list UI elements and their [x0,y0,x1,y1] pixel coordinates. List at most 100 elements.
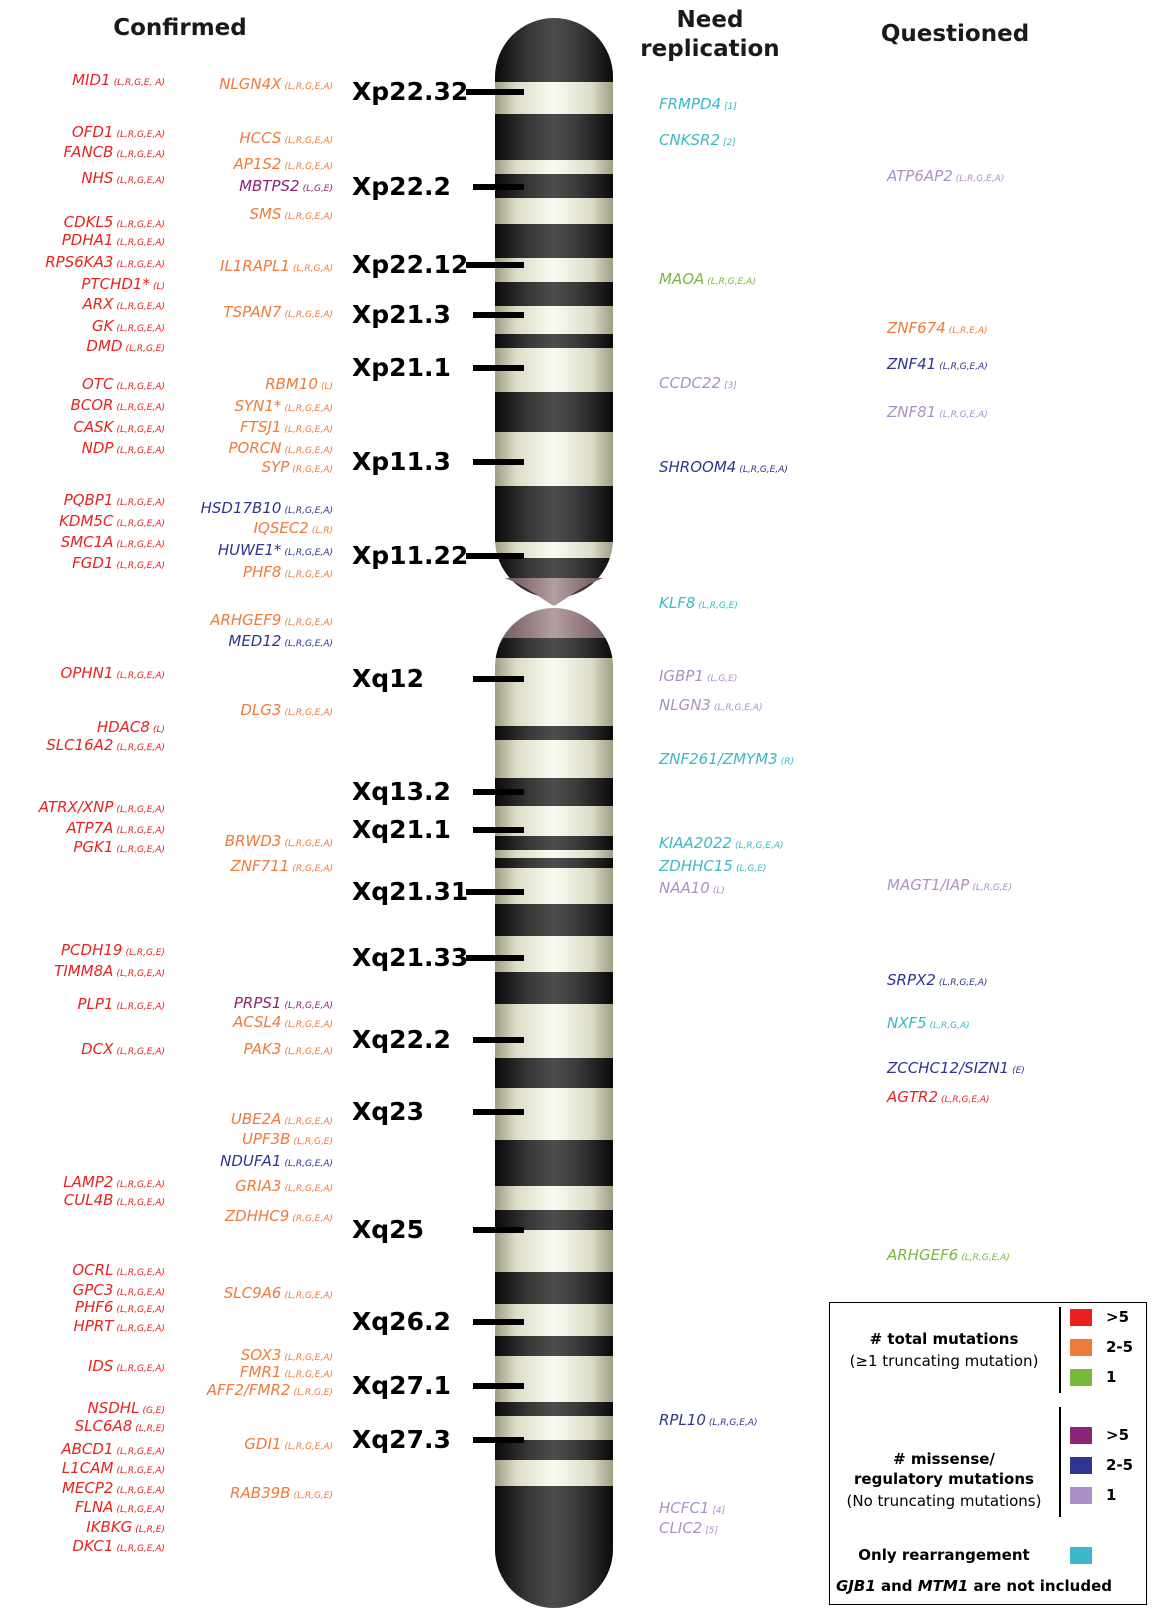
gene-evidence-tag: (L,R,G,E,A) [284,82,333,92]
gene-label: HPRT(L,R,G,E,A) [74,1317,165,1338]
gene-label: GDI1(L,R,G,E,A) [244,1435,333,1456]
gene-evidence-tag: (L,R,G,E,A) [939,410,988,420]
gene-label: SHROOM4(L,R,G,E,A) [659,458,788,479]
gene-evidence-tag: (L,R,G,E,A) [116,845,165,855]
gene-label: FANCB(L,R,G,E,A) [63,143,165,164]
band-label: Xp22.32 [352,77,469,106]
gene-name: HDAC8 [96,718,150,736]
gene-evidence-tag: (L,R,G,E,A) [116,403,165,413]
gene-label: GRIA3(L,R,G,E,A) [235,1177,333,1198]
legend-footnote: GJB1 and MTM1 are not included [836,1577,1112,1595]
band-tick [466,955,524,961]
gene-evidence-tag: (L,R,G,E,A) [116,969,165,979]
gene-evidence-tag: (L,R,G,E,A) [116,1505,165,1515]
gene-label: FRMPD4[1] [659,95,737,116]
gene-name: PHF8 [242,563,282,581]
legend-swatch-rearrangement [1070,1547,1092,1564]
gene-name: ZNF41 [887,355,937,373]
gene-label: RPS6KA3(L,R,G,E,A) [45,253,165,274]
gene-name: NLGN3 [659,696,711,714]
gene-label: SLC6A8(L,R,E) [75,1417,165,1438]
footnote-gene-mtm1: MTM1 [917,1577,969,1595]
gene-label: NXF5(L,R,G,A) [887,1014,970,1035]
gene-evidence-tag: (L,R,G,E,A) [284,1159,333,1169]
gene-evidence-tag: (L,R,G,E,A) [116,1047,165,1057]
legend: # total mutations (≥1 truncating mutatio… [829,1302,1147,1605]
gene-evidence-tag: (L,R,G,E,A) [284,839,333,849]
gene-label: NLGN4X(L,R,G,E,A) [219,75,333,96]
gene-name: LAMP2 [63,1173,114,1191]
gene-evidence-tag: (L,R,G,E,A) [284,1047,333,1057]
gene-label: SOX3(L,R,G,E,A) [241,1346,333,1367]
gene-name: RBM10 [265,375,318,393]
gene-evidence-tag: (L,R,G,E) [698,601,738,611]
gene-label: CNKSR2[2] [659,131,736,152]
gene-name: AGTR2 [887,1088,939,1106]
legend-label-total-2-5: 2-5 [1106,1338,1134,1356]
gene-label: NLGN3(L,R,G,E,A) [659,696,763,717]
gene-name: UPF3B [241,1130,291,1148]
gene-evidence-tag: [2] [723,138,736,148]
gene-label: RPL10(L,R,G,E,A) [659,1411,757,1432]
gene-name: GPC3 [72,1281,114,1299]
gene-evidence-tag: [4] [712,1506,726,1516]
legend-rearrangement-label: Only rearrangement [858,1546,1030,1564]
gene-evidence-tag: (R,G,E,A) [292,465,333,475]
legend-label-missense-2-5: 2-5 [1106,1456,1134,1474]
band-tick [473,1319,524,1325]
header-confirmed: Confirmed [113,15,247,41]
gene-name: CNKSR2 [659,131,721,149]
gene-evidence-tag: (L,R) [311,526,333,536]
gene-evidence-tag: (L,R,G,E,A) [284,618,333,628]
gene-name: OTC [81,375,114,393]
gene-name: DLG3 [240,701,282,719]
gene-label: HDAC8(L) [97,718,165,739]
gene-evidence-tag: (L,R,G,E,A) [284,548,333,558]
gene-evidence-tag: (L,R,G,E,A) [284,136,333,146]
gene-name: IKBKG [86,1518,133,1536]
gene-evidence-tag: (L,R,G,E,A) [116,805,165,815]
gene-name: MAOA [659,270,705,288]
gene-evidence-tag: (L,R,G,E,A) [284,570,333,580]
gene-label: PGK1(L,R,G,E,A) [73,838,165,859]
gene-evidence-tag: (L,R,G,E,A) [284,310,333,320]
legend-swatch-missense-1 [1070,1487,1092,1504]
gene-name: PRPS1 [233,994,282,1012]
gene-evidence-tag: (L,R,G,E,A) [116,176,165,186]
legend-missense-title: # missense/ [893,1450,995,1468]
gene-label: DCX(L,R,G,E,A) [81,1040,165,1061]
gene-label: RAB39B(L,R,G,E) [230,1484,333,1505]
gene-evidence-tag: (L,R,G,E,A) [116,1002,165,1012]
band-label: Xq21.31 [352,877,469,906]
gene-label: KLF8(L,R,G,E) [659,594,738,615]
gene-name: HPRT [73,1317,114,1335]
header-need-replication: Need replication [630,6,790,64]
gene-evidence-tag: (L,R,E) [135,1525,165,1535]
gene-label: PQBP1(L,R,G,E,A) [64,491,165,512]
gene-label: SRPX2(L,R,G,E,A) [887,971,987,992]
legend-swatch-total-2-5 [1070,1339,1092,1356]
gene-label: DKC1(L,R,G,E,A) [72,1537,165,1558]
gene-evidence-tag: (L,R,G,E,A) [284,425,333,435]
gene-name: NHS [81,169,114,187]
gene-label: MED12(L,R,G,E,A) [228,632,333,653]
gene-evidence-tag: [1] [724,102,737,112]
gene-name: GRIA3 [235,1177,282,1195]
band-label: Xq13.2 [352,777,451,806]
gene-name: IL1RAPL1 [220,257,290,275]
band-label: Xq12 [352,664,424,693]
gene-label: NDP(L,R,G,E,A) [82,439,165,460]
gene-name: ZNF711 [230,857,290,875]
gene-label: CASK(L,R,G,E,A) [73,418,165,439]
gene-label: KDM5C(L,R,G,E,A) [59,512,165,533]
gene-label: GK(L,R,G,E,A) [92,317,165,338]
legend-swatch-total-gt5 [1070,1309,1092,1326]
gene-name: IDS [87,1357,114,1375]
gene-label: FGD1(L,R,G,E,A) [72,554,165,575]
gene-name: RPL10 [659,1411,706,1429]
gene-name: PCDH19 [61,941,123,959]
gene-name: SHROOM4 [659,458,737,476]
gene-evidence-tag: (L,R,G,E,A) [116,498,165,508]
gene-name: NDUFA1 [220,1152,282,1170]
